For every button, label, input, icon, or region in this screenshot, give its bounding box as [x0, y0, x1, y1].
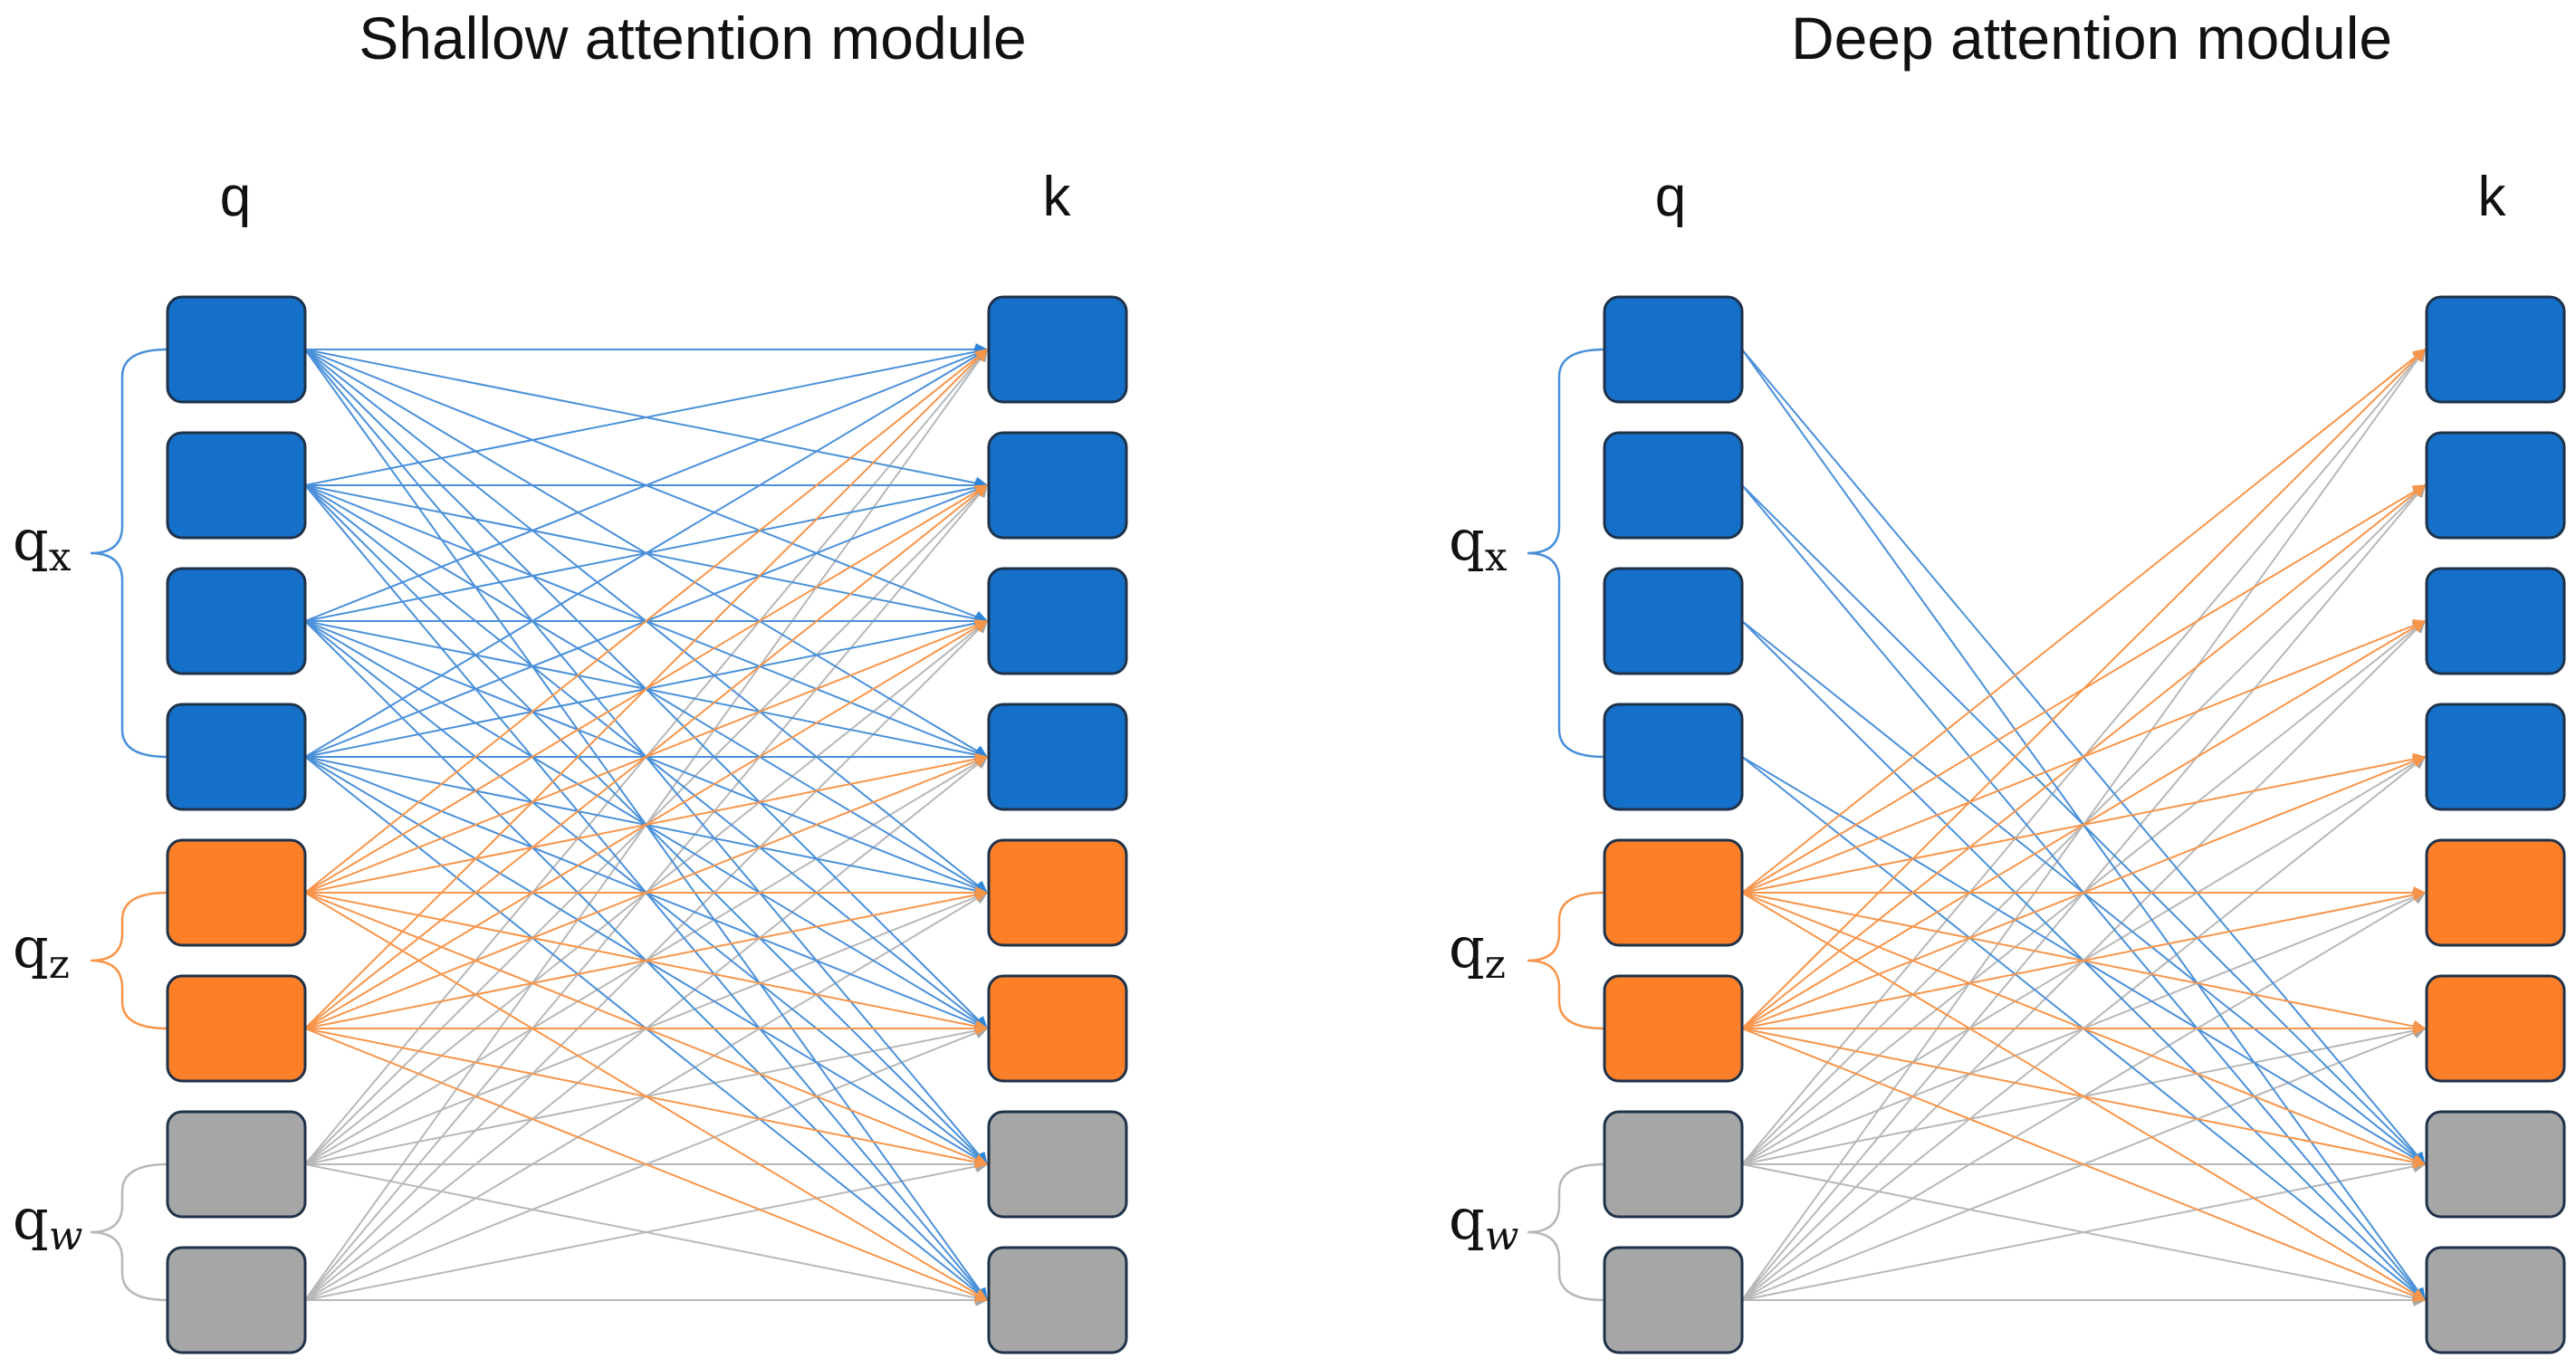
shallow-attention-line-q5-k4 [304, 888, 989, 1029]
deep-attention-line-q5-k4 [1741, 888, 2427, 1029]
shallow-attention-line-q5-k3 [304, 755, 989, 1029]
deep-key-token-w-6 [2425, 1110, 2566, 1219]
shallow-query-token-z-4 [166, 838, 307, 947]
shallow-attention-line-q5-k2 [304, 620, 989, 1029]
shallow-attention-line-q5-k1 [304, 484, 989, 1029]
deep-qx-label: qx [1449, 507, 1508, 580]
deep-key-token-x-0 [2425, 295, 2566, 404]
shallow-attention-line-q3-k0 [304, 349, 989, 758]
deep-title: Deep attention module [1791, 5, 2392, 72]
shallow-attention-line-q5-k0 [304, 349, 988, 1029]
deep-key-token-z-5 [2425, 974, 2566, 1083]
shallow-key-token-w-7 [987, 1246, 1128, 1354]
shallow-key-token-x-3 [987, 703, 1128, 811]
shallow-attention-line-q2-k0 [304, 348, 989, 622]
shallow-key-token-x-1 [987, 431, 1128, 540]
deep-k-label: k [2478, 166, 2507, 228]
shallow-qw-brace [90, 1162, 168, 1302]
deep-qz-label: qz [1449, 914, 1506, 988]
deep-attention-line-q5-k0 [1741, 349, 2426, 1029]
shallow-key-token-x-0 [987, 295, 1128, 404]
shallow-query-token-x-3 [166, 703, 307, 811]
deep-attention-line-q5-k3 [1741, 755, 2427, 1029]
deep-qw-brace [1527, 1162, 1605, 1302]
deep-query-token-w-7 [1603, 1246, 1744, 1354]
deep-query-token-z-5 [1603, 974, 1744, 1083]
deep-key-tokens [2425, 295, 2566, 1354]
deep-attention-line-q5-k2 [1741, 620, 2427, 1029]
deep-query-token-x-0 [1603, 295, 1744, 404]
shallow-attention-line-q4-k0 [304, 349, 989, 894]
shallow-key-tokens [987, 295, 1128, 1354]
deep-qx-brace [1527, 348, 1605, 759]
shallow-query-token-w-6 [166, 1110, 307, 1219]
deep-query-token-w-6 [1603, 1110, 1744, 1219]
deep-query-tokens [1603, 295, 1744, 1354]
shallow-attention-line-q5-k7 [304, 1028, 989, 1302]
deep-attention-line-q5-k7 [1741, 1028, 2427, 1302]
shallow-connections [304, 343, 989, 1306]
shallow-q-label: q [220, 166, 251, 228]
shallow-key-token-w-6 [987, 1110, 1128, 1219]
shallow-query-token-z-5 [166, 974, 307, 1083]
deep-group-braces [1527, 348, 1605, 1302]
shallow-panel: Shallow attention module q k qx qz qw [13, 5, 1128, 1354]
shallow-key-token-z-4 [987, 838, 1128, 947]
shallow-query-tokens [166, 295, 307, 1354]
deep-query-token-x-2 [1603, 567, 1744, 675]
deep-attention-line-q5-k6 [1741, 1028, 2427, 1169]
shallow-key-token-z-5 [987, 974, 1128, 1083]
shallow-query-token-w-7 [166, 1246, 307, 1354]
shallow-key-token-x-2 [987, 567, 1128, 675]
shallow-qw-label: qw [13, 1186, 82, 1259]
shallow-qx-brace [90, 348, 168, 759]
shallow-qz-brace [90, 891, 168, 1030]
shallow-attention-line-q5-k6 [304, 1028, 989, 1169]
shallow-query-token-x-0 [166, 295, 307, 404]
deep-qw-label: qw [1449, 1186, 1518, 1259]
deep-attention-line-q4-k0 [1741, 349, 2427, 894]
deep-key-token-x-1 [2425, 431, 2566, 540]
deep-attention-line-q5-k1 [1741, 484, 2427, 1029]
shallow-query-token-x-1 [166, 431, 307, 540]
shallow-group-braces [90, 348, 168, 1302]
deep-query-token-x-3 [1603, 703, 1744, 811]
shallow-query-token-x-2 [166, 567, 307, 675]
deep-key-token-w-7 [2425, 1246, 2566, 1354]
shallow-qx-label: qx [13, 507, 72, 580]
shallow-attention-line-q1-k0 [304, 345, 989, 486]
shallow-title: Shallow attention module [359, 5, 1026, 72]
shallow-qz-label: qz [13, 914, 70, 988]
shallow-k-label: k [1043, 166, 1072, 228]
deep-panel: Deep attention module q k qx qz qw [1449, 5, 2566, 1354]
deep-key-token-x-2 [2425, 567, 2566, 675]
deep-query-token-z-4 [1603, 838, 1744, 947]
deep-q-label: q [1655, 166, 1686, 228]
deep-key-token-z-4 [2425, 838, 2566, 947]
deep-query-token-x-1 [1603, 431, 1744, 540]
deep-connections [1741, 348, 2427, 1306]
deep-key-token-x-3 [2425, 703, 2566, 811]
deep-qz-brace [1527, 891, 1605, 1030]
